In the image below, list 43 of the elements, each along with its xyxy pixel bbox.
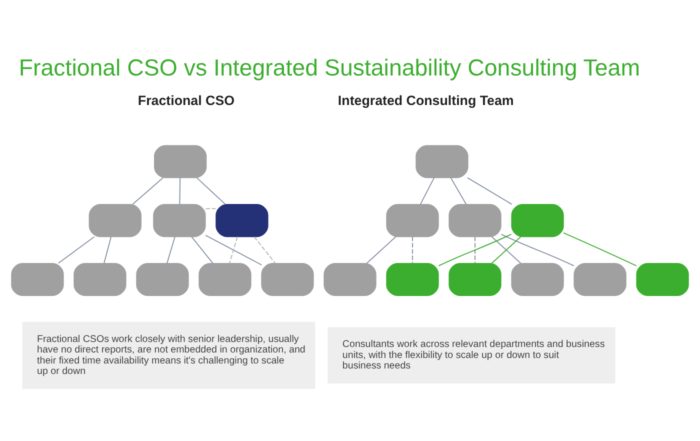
connector — [229, 236, 238, 264]
connector — [500, 233, 574, 266]
connector — [58, 236, 95, 264]
node-box — [198, 262, 252, 296]
label: Fractional CSO — [138, 92, 235, 108]
node-box — [448, 204, 502, 237]
connector — [205, 234, 262, 265]
diagram-title: Fractional CSO vs Integrated Sustainability Consulting Team — [18, 54, 640, 80]
connector — [438, 233, 512, 266]
node-box — [416, 144, 468, 178]
connector — [205, 208, 216, 209]
node-box — [74, 262, 126, 296]
connector — [420, 176, 435, 204]
connector — [563, 232, 637, 266]
connector — [491, 236, 522, 264]
node-box — [153, 204, 206, 237]
node-box — [11, 262, 64, 296]
node-box — [574, 262, 626, 296]
connector — [191, 236, 214, 264]
label: Integrated Consulting Team — [338, 92, 514, 108]
connector — [366, 236, 396, 264]
connector — [179, 176, 181, 204]
node-box — [511, 204, 564, 237]
connector — [196, 176, 226, 204]
node-box — [386, 262, 439, 296]
connector — [467, 176, 512, 204]
connector — [166, 236, 176, 264]
node-box — [636, 262, 689, 296]
node-box — [386, 204, 439, 237]
node-box — [88, 204, 142, 237]
connector — [104, 236, 112, 264]
connector — [450, 176, 467, 204]
connector — [474, 236, 476, 264]
node-box — [448, 262, 502, 296]
connector — [132, 176, 164, 204]
node-box — [154, 144, 207, 178]
node-box — [216, 204, 268, 237]
node-box — [261, 262, 314, 296]
connector — [254, 236, 276, 264]
node-box — [511, 262, 564, 296]
node-box — [324, 262, 376, 296]
connector — [412, 236, 413, 264]
node-box — [136, 262, 189, 296]
